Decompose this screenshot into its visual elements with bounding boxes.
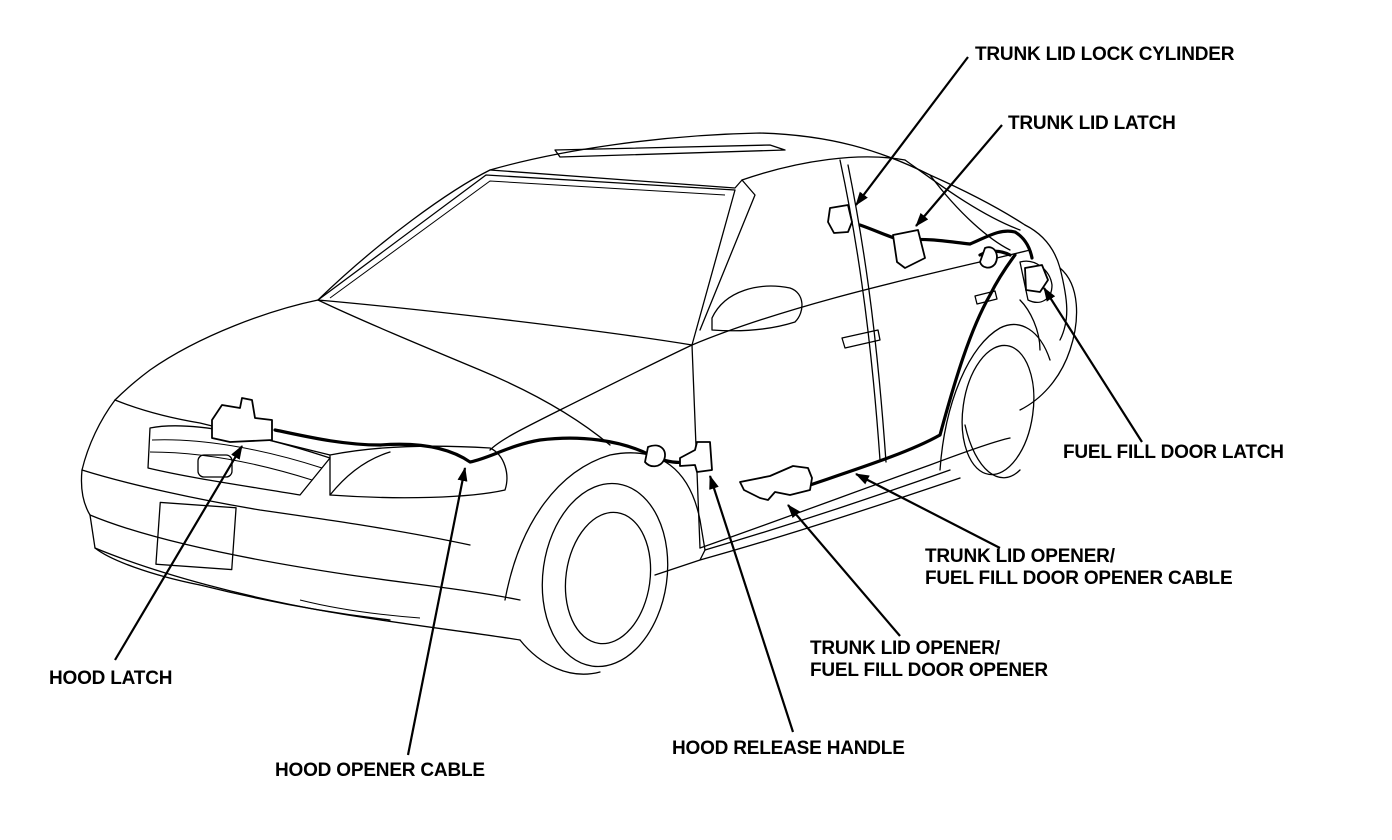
label-text: FUEL FILL DOOR LATCH bbox=[1063, 442, 1284, 463]
label-text: HOOD OPENER CABLE bbox=[275, 760, 485, 781]
label-text: HOOD LATCH bbox=[49, 668, 173, 689]
label-hood-latch: HOOD LATCH bbox=[49, 668, 172, 690]
parts bbox=[211, 204, 1049, 501]
label-text: TRUNK LID LOCK CYLINDER bbox=[975, 44, 1235, 65]
label-trunk-lid-latch: TRUNK LID LATCH bbox=[1008, 113, 1176, 135]
leader-opener-cable bbox=[855, 473, 1001, 549]
label-text-line2: FUEL FILL DOOR OPENER CABLE bbox=[925, 568, 1233, 589]
leader-trunk-lid-latch bbox=[915, 124, 1003, 227]
leader-fuel-fill-door-latch bbox=[1043, 287, 1143, 443]
leader-trunk-lid-lock-cylinder bbox=[855, 56, 969, 206]
label-text: TRUNK LID LATCH bbox=[1008, 113, 1176, 134]
label-fuel-fill-door-latch: FUEL FILL DOOR LATCH bbox=[1063, 442, 1284, 464]
leader-hood-latch bbox=[114, 445, 243, 661]
label-text-line1: TRUNK LID OPENER/ bbox=[810, 638, 1000, 659]
label-trunk-lid-opener-fuel-fill-door-opener: TRUNK LID OPENER/ FUEL FILL DOOR OPENER bbox=[810, 638, 1048, 682]
label-trunk-lid-lock-cylinder: TRUNK LID LOCK CYLINDER bbox=[975, 44, 1234, 66]
leader-hood-release-handle bbox=[708, 475, 795, 733]
leader-opener bbox=[787, 504, 901, 637]
leader-hood-opener-cable bbox=[406, 467, 468, 756]
label-text: HOOD RELEASE HANDLE bbox=[672, 738, 905, 759]
label-trunk-lid-opener-fuel-fill-door-opener-cable: TRUNK LID OPENER/ FUEL FILL DOOR OPENER … bbox=[925, 546, 1233, 590]
label-hood-release-handle: HOOD RELEASE HANDLE bbox=[672, 738, 905, 760]
leader-lines bbox=[114, 56, 1143, 756]
label-hood-opener-cable: HOOD OPENER CABLE bbox=[275, 760, 485, 782]
label-text-line1: TRUNK LID OPENER/ bbox=[925, 546, 1115, 567]
label-text-line2: FUEL FILL DOOR OPENER bbox=[810, 660, 1048, 681]
